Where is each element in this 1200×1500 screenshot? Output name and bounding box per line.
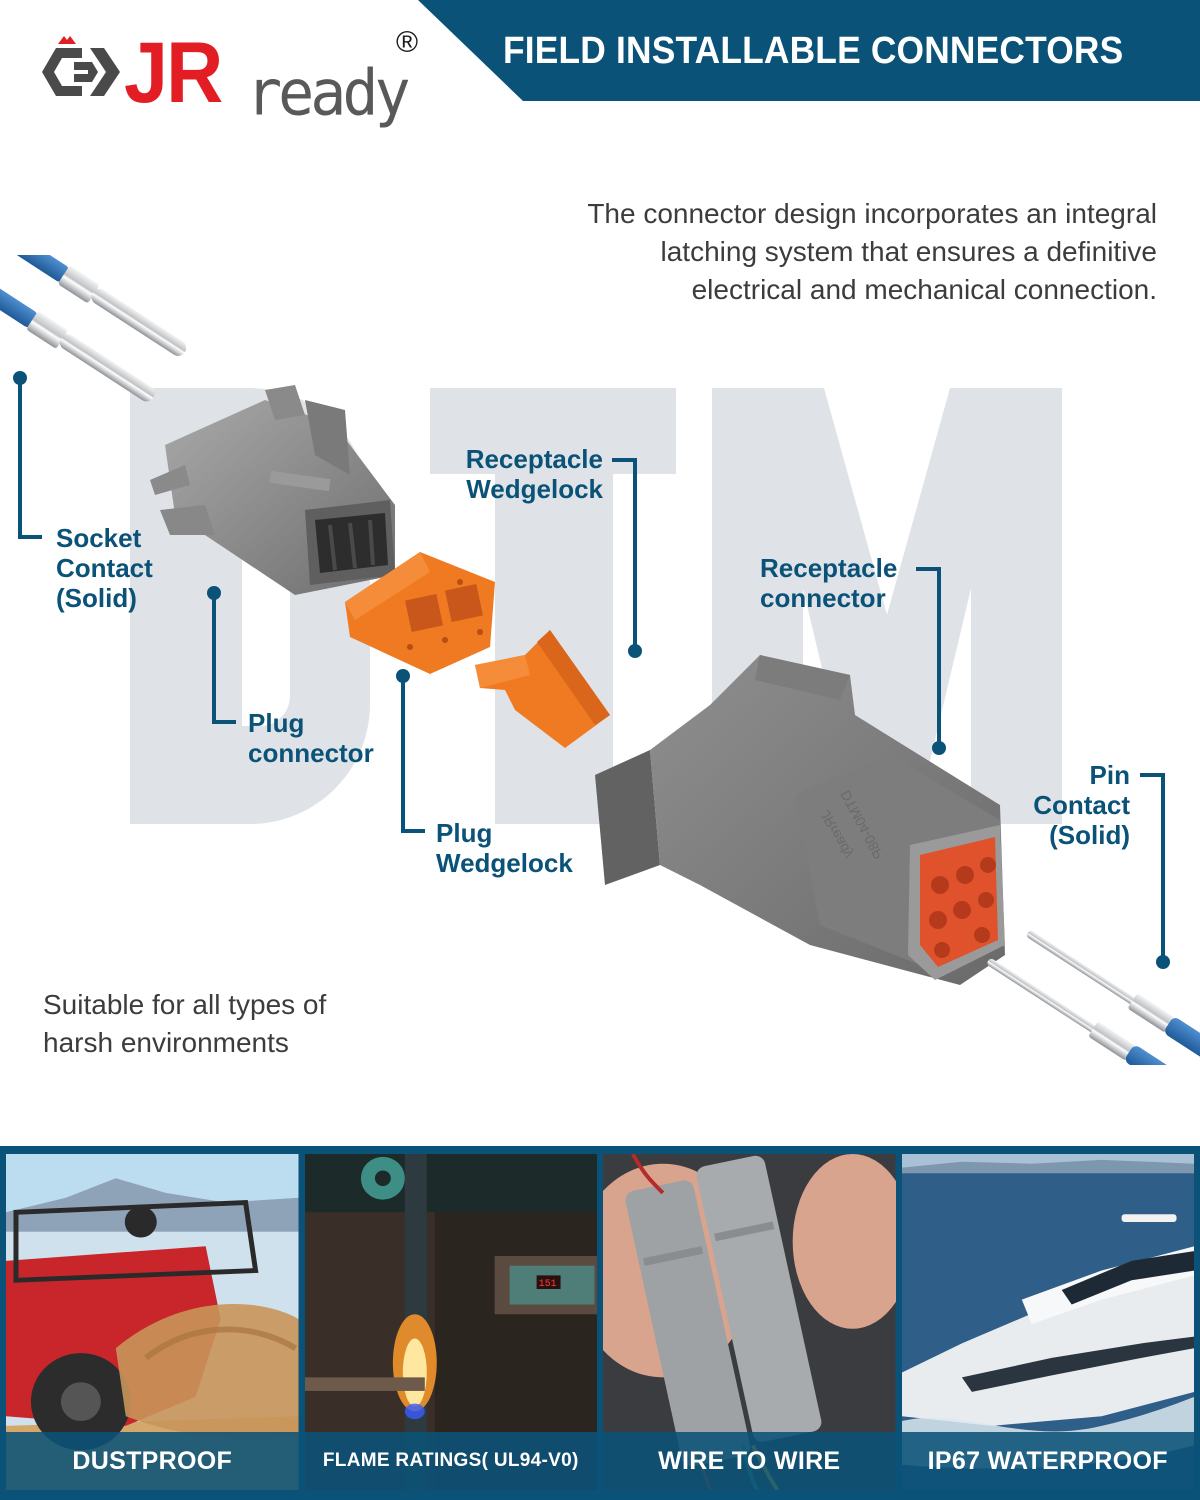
callout-dot-receptacle-wedgelock xyxy=(628,644,642,658)
feature-label-wire-to-wire: WIRE TO WIRE xyxy=(603,1432,896,1490)
intro-line: electrical and mechanical connection. xyxy=(691,274,1157,305)
brand-name-ready: ready xyxy=(246,56,411,131)
page-title: FIELD INSTALLABLE CONNECTORS xyxy=(503,30,1124,72)
callout-line-socket-contact xyxy=(18,535,42,539)
brand-name-jr: JR xyxy=(124,25,223,121)
tagline-line: Suitable for all types of xyxy=(43,989,327,1020)
callout-plug-connector: Plug connector xyxy=(248,708,374,768)
feature-card-ip67-waterproof: IP67 WATERPROOF xyxy=(901,1154,1194,1490)
feature-label-dustproof: DUSTPROOF xyxy=(6,1432,299,1490)
callout-dot-pin-contact xyxy=(1156,955,1170,969)
callout-line-pin-contact xyxy=(1140,773,1164,777)
callout-dot-receptacle-connector xyxy=(932,741,946,755)
feature-strip: DUSTPROOF 151 FLAME RATINGS( UL94-V0) xyxy=(0,1146,1200,1500)
callout-line-receptacle-connector xyxy=(937,567,941,747)
intro-paragraph: The connector design incorporates an int… xyxy=(477,195,1157,309)
feature-label-ip67-waterproof: IP67 WATERPROOF xyxy=(901,1432,1194,1490)
intro-line: The connector design incorporates an int… xyxy=(587,198,1157,229)
callout-line-pin-contact xyxy=(1161,773,1165,959)
feature-label-flame-rating: FLAME RATINGS( UL94-V0) xyxy=(304,1432,597,1490)
title-banner xyxy=(418,0,1200,101)
callout-line-plug-connector xyxy=(212,720,236,724)
plug-wedgelock-illustration xyxy=(345,552,495,674)
tagline-line: harsh environments xyxy=(43,1027,289,1058)
registered-mark: ® xyxy=(396,26,419,59)
callout-receptacle-connector: Receptacle connector xyxy=(760,553,898,613)
pin-contacts-illustration xyxy=(987,930,1200,1065)
feature-card-flame-rating: 151 FLAME RATINGS( UL94-V0) xyxy=(304,1154,597,1490)
callout-line-plug-wedgelock xyxy=(401,829,425,833)
callout-line-plug-connector xyxy=(212,593,216,723)
tagline: Suitable for all types of harsh environm… xyxy=(43,986,326,1062)
callout-pin-contact: Pin Contact (Solid) xyxy=(1033,760,1130,850)
callout-plug-wedgelock: Plug Wedgelock xyxy=(436,818,573,878)
feature-card-wire-to-wire: WIRE TO WIRE xyxy=(603,1154,896,1490)
svg-text:151: 151 xyxy=(538,1278,556,1289)
socket-contacts-illustration xyxy=(0,255,187,402)
receptacle-connector-illustration: JRready DTM04-08P xyxy=(595,655,1005,985)
callout-receptacle-wedgelock: Receptacle Wedgelock xyxy=(465,444,603,504)
callout-line-receptacle-wedgelock xyxy=(633,458,637,648)
callout-line-receptacle-wedgelock xyxy=(612,458,636,462)
callout-line-plug-wedgelock xyxy=(401,676,405,832)
receptacle-wedgelock-illustration xyxy=(475,630,610,748)
callout-line-receptacle-connector xyxy=(916,567,940,571)
intro-line: latching system that ensures a definitiv… xyxy=(660,236,1157,267)
callout-socket-contact: Socket Contact (Solid) xyxy=(56,523,153,613)
callout-line-socket-contact xyxy=(18,378,22,538)
feature-card-dustproof: DUSTPROOF xyxy=(6,1154,299,1490)
jr-logo-mark-icon xyxy=(42,36,120,96)
plug-connector-illustration xyxy=(150,385,395,595)
